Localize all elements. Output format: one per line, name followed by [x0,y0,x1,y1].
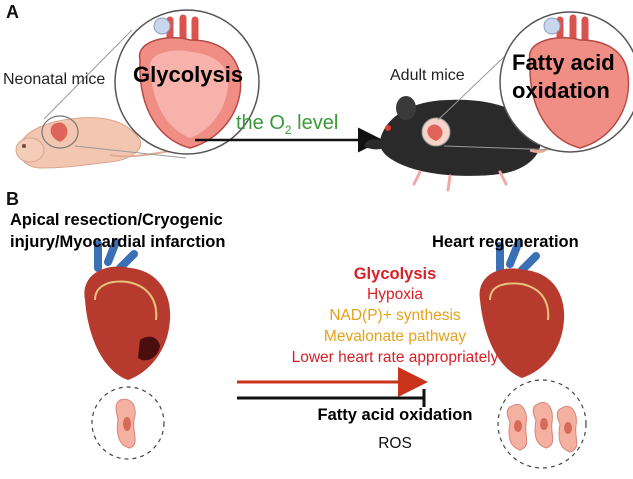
zoom-line [74,145,187,159]
zoom-line [443,145,561,151]
neonatal-heart-zoom [114,9,260,155]
zoom-line [43,29,133,120]
o2-level-label: the O2 level [236,113,338,136]
injured-heart-illustration [84,238,171,380]
inhibitor-ros: ROS [378,435,412,452]
neonatal-mouse-illustration [15,115,196,169]
promoter-hypoxia: Hypoxia [367,286,423,303]
promoter-mevalonate: Mevalonate pathway [323,328,467,345]
panel-b-label: B [6,189,19,209]
adult-mice-label: Adult mice [390,67,465,84]
regenerated-heart-illustration [479,240,565,378]
fatty-acid-label-line1: Fatty acid [512,50,615,75]
injury-label-line2: injury/Myocardial infarction [10,233,226,251]
adult-heart-zoom [499,11,633,153]
panel-a-label: A [6,2,19,22]
glycolysis-label: Glycolysis [133,62,244,87]
injury-label-line1: Apical resection/Cryogenic [10,211,223,229]
cardiomyocyte-before [91,386,165,460]
inhibitor-fatty-acid: Fatty acid oxidation [317,406,473,424]
promoter-nadp: NAD(P)+ synthesis [329,307,461,324]
heart-regeneration-label: Heart regeneration [432,233,579,251]
promoter-heart-rate: Lower heart rate appropriately [291,349,499,366]
fatty-acid-label-line2: oxidation [512,78,610,103]
o2-prefix: the O [236,112,285,134]
o2-subscript: 2 [284,123,292,137]
cardiomyocytes-after [497,379,587,469]
o2-suffix: level [291,112,339,134]
promoter-glycolysis: Glycolysis [353,265,437,283]
neonatal-mice-label: Neonatal mice [3,71,106,88]
